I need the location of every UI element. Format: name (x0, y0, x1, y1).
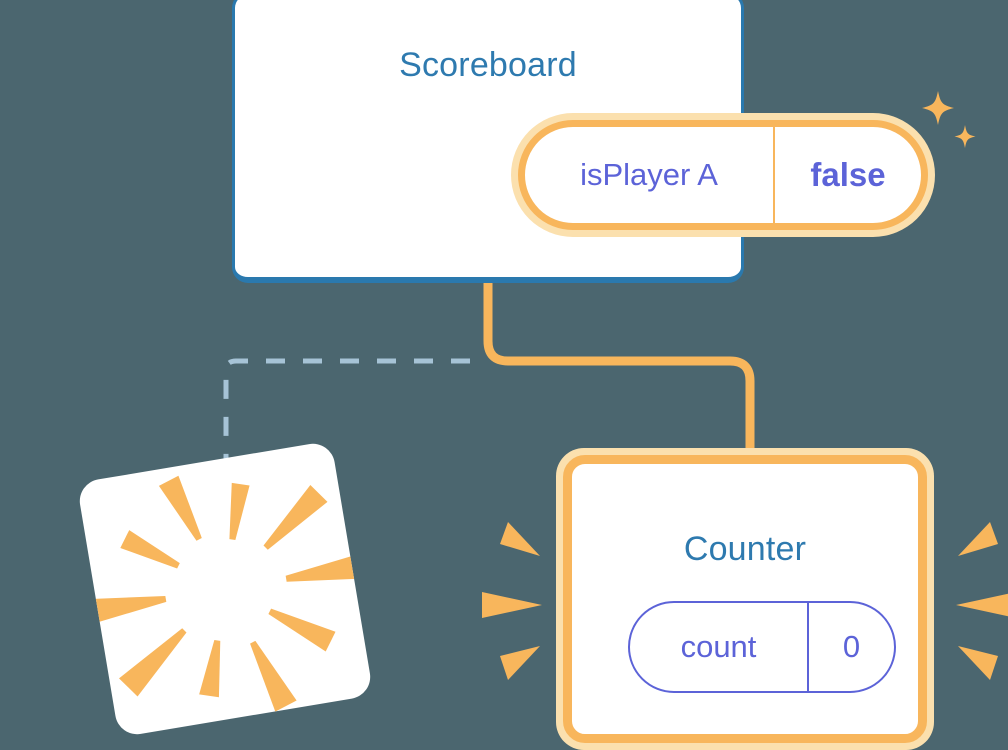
counter-state-pill[interactable]: count 0 (628, 601, 896, 693)
counter-title: Counter (683, 530, 807, 568)
counter-card[interactable]: Counter count 0 (556, 448, 934, 750)
edge-scoreboard-to-counter (483, 283, 755, 452)
scoreboard-state-value: false (810, 156, 886, 193)
scoreboard-title: Scoreboard (399, 46, 577, 84)
scoreboard-card[interactable]: Scoreboard isPlayer A false (232, 0, 976, 283)
scoreboard-state-key: isPlayer A (525, 127, 775, 223)
sparkle-icon (922, 91, 976, 148)
counter-rays-right (956, 522, 1008, 680)
counter-state-key: count (630, 603, 809, 691)
counter-state-value: 0 (842, 629, 861, 664)
burst-rays-icon (84, 475, 368, 712)
counter-rays-left (482, 522, 542, 680)
blank-card[interactable] (76, 440, 374, 738)
scoreboard-state-pill[interactable]: isPlayer A false (511, 113, 935, 237)
